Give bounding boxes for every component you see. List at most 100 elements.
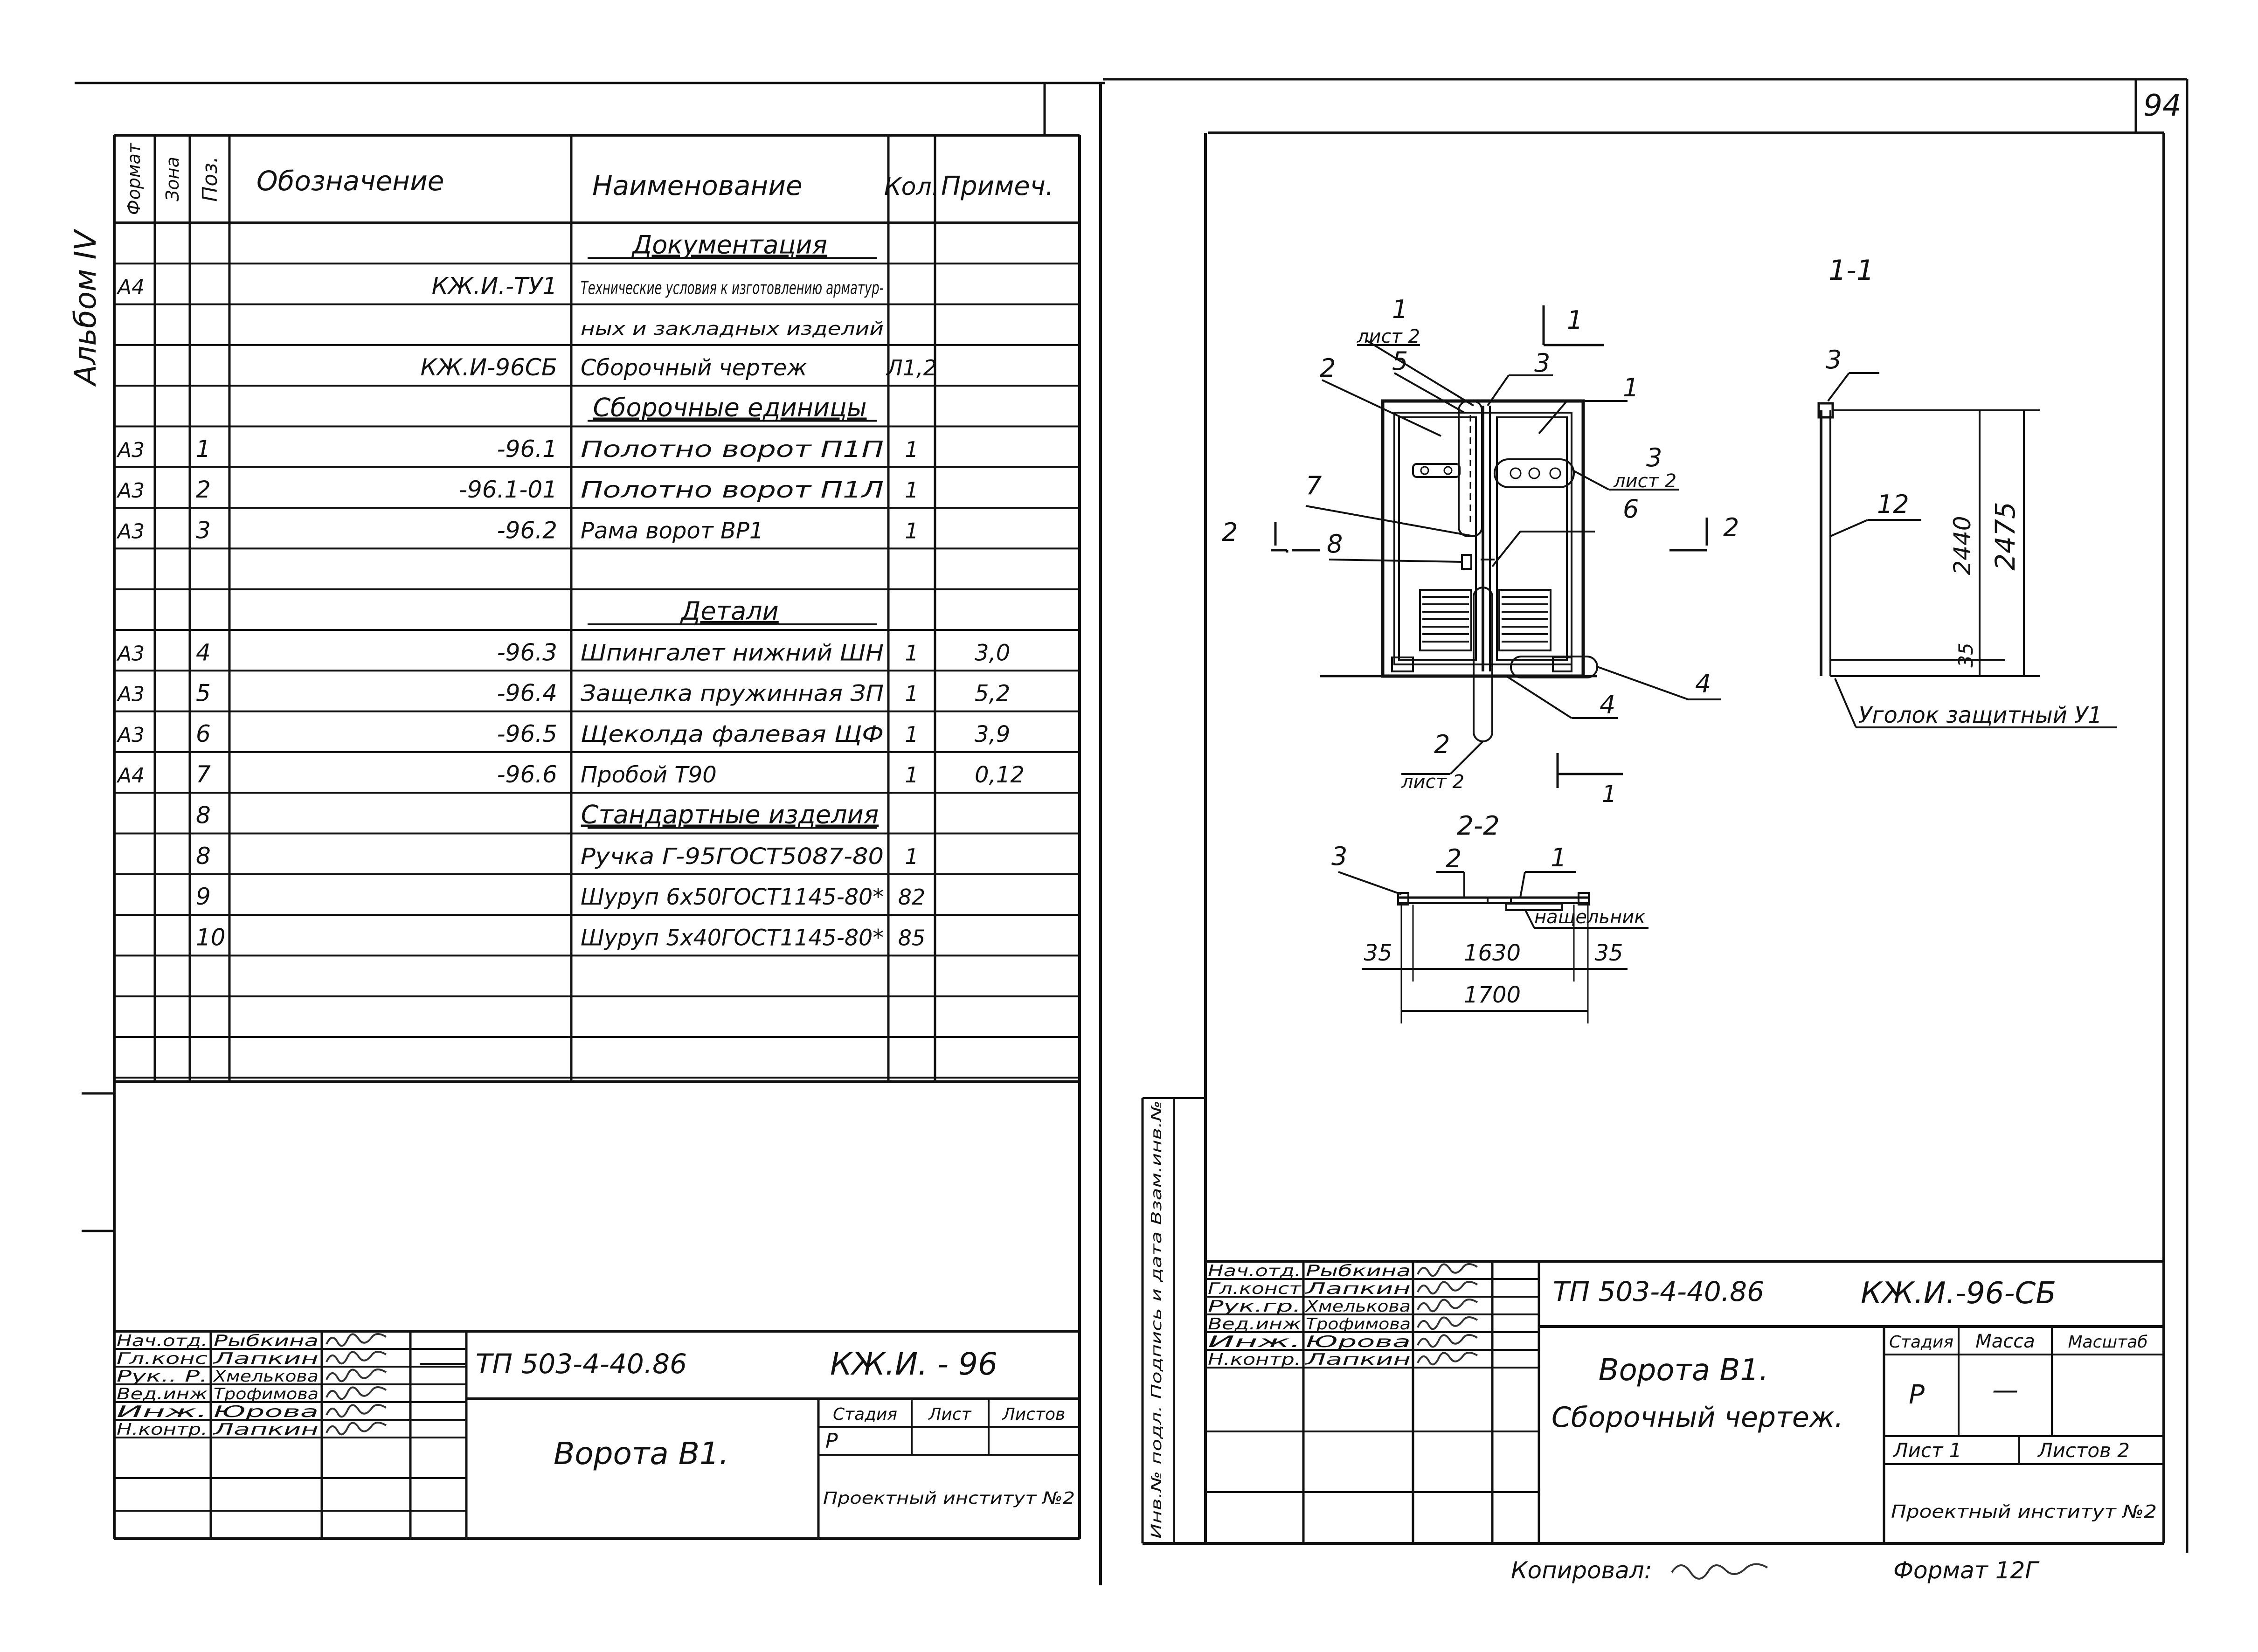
right-sheets: Листов 2: [2037, 1439, 2130, 1462]
right-doc: КЖ.И.-96-СБ: [1861, 1276, 2056, 1311]
tb-name: Лапкин: [212, 1349, 319, 1368]
louver-hatching: [1422, 596, 1548, 643]
section-1-1-label: 1-1: [1829, 254, 1874, 287]
spec-row-pos: 8: [196, 843, 211, 870]
spec-row-qty: 1: [905, 722, 918, 747]
section-label-3: 3: [1826, 345, 1842, 374]
right-title-1: Ворота В1.: [1599, 1353, 1769, 1388]
plan-dim-35-left: 35: [1364, 940, 1392, 966]
col-zone: Зона: [162, 157, 183, 201]
right-code: ТП 503-4-40.86: [1553, 1276, 1764, 1307]
album-label: Альбом IV: [69, 228, 103, 387]
tb-role: Гл.конст: [1208, 1279, 1302, 1298]
page-number: 94: [2143, 89, 2181, 123]
spec-row-name: Пробой Т90: [581, 762, 717, 788]
right-stage-label: Стадия: [1889, 1333, 1953, 1352]
spec-row-name: Рама ворот ВР1: [581, 518, 763, 544]
spec-row-name: ных и закладных изделий: [581, 318, 884, 339]
left-stage-value: Р: [825, 1429, 838, 1453]
spec-row-qty: Л1,2: [886, 355, 937, 380]
tb-role: Гл.конс: [117, 1349, 208, 1368]
spec-row-format: А3: [116, 683, 145, 706]
left-title: Ворота В1.: [554, 1436, 729, 1472]
signature: [1417, 1352, 1478, 1366]
col-name: Наименование: [592, 170, 803, 201]
tb-role: Вед.инж: [117, 1385, 208, 1403]
tb-role: Рук.. Р.: [117, 1367, 208, 1386]
label-7: 7: [1306, 471, 1322, 500]
tb-name: Хмелькова: [1305, 1297, 1411, 1316]
spec-row-section: Документация: [631, 230, 827, 259]
right-title-block: [1205, 1260, 2164, 1543]
dim-2475: 2475: [1989, 502, 2021, 571]
right-mass-label: Масса: [1975, 1331, 2035, 1352]
spec-row-format: А3: [116, 519, 145, 543]
spec-row-pos: 10: [196, 924, 226, 951]
label-3-latch: 3: [1646, 443, 1662, 472]
right-side-labels: Инв.№ подл. Подпись и дата Взам.инв.№: [1149, 1100, 1165, 1539]
spec-row-pos: 3: [196, 517, 211, 544]
tb-role: Вед.инж: [1208, 1315, 1301, 1334]
spec-row-section: Стандартные изделия: [581, 800, 879, 829]
spec-row-note: 0,12: [975, 762, 1025, 788]
col-format: Формат: [124, 142, 144, 215]
tb-role: Нач.отд.: [117, 1332, 208, 1350]
label-3-top: 3: [1534, 348, 1550, 378]
left-stage-label: Стадия: [833, 1405, 897, 1424]
left-doc: КЖ.И. - 96: [830, 1346, 997, 1382]
tb-role: Нач.отд.: [1208, 1262, 1301, 1280]
signature: [326, 1404, 387, 1418]
right-title-block-texts: ТП 503-4-40.86 КЖ.И.-96-СБ Ворота В1. Сб…: [1552, 1276, 2157, 1522]
spec-row-format: А4: [116, 276, 145, 299]
section-2-2-drawing: 2-2 3 2 1 нащельник 35 1630 35 1700: [1331, 811, 1648, 1023]
section-2-2-label: 2-2: [1457, 811, 1499, 841]
spec-row-note: 3,0: [975, 640, 1010, 666]
spec-row-qty: 85: [898, 925, 926, 950]
left-sheets-label: Листов: [1002, 1405, 1065, 1424]
plan-label-2: 2: [1446, 844, 1461, 873]
spec-row-designation: КЖ.И.-ТУ1: [432, 273, 557, 300]
label-1-door: 1: [1623, 373, 1639, 402]
cut-2-right: 2: [1723, 513, 1739, 542]
plan-dim-35-right: 35: [1594, 940, 1623, 966]
label-8: 8: [1327, 529, 1343, 559]
plan-label-3: 3: [1331, 842, 1347, 871]
spec-row-name: Полотно ворот П1П: [581, 436, 884, 463]
spec-row-name: Щеколда фалевая ЩФ: [581, 721, 884, 747]
spec-row-pos: 2: [196, 476, 211, 503]
signature: [326, 1422, 387, 1436]
footer: Копировал: Формат 12Г: [1511, 1557, 2040, 1584]
right-sheet: Лист 1: [1892, 1439, 1962, 1462]
spec-row-qty: 1: [905, 437, 918, 462]
spec-row-qty: 1: [905, 844, 918, 869]
spec-row-qty: 1: [905, 681, 918, 706]
tb-role: Рук.гр.: [1208, 1297, 1301, 1316]
signature: [1417, 1299, 1478, 1313]
signature: [326, 1386, 387, 1400]
tb-name: Рыбкина: [1306, 1262, 1411, 1280]
left-title-block: [114, 1330, 1080, 1540]
tb-name: Юрова: [1306, 1333, 1411, 1351]
signature: [1417, 1263, 1478, 1277]
gate-elevation-drawing: 1-1: [1222, 254, 1874, 808]
spec-row-section: Детали: [680, 596, 779, 626]
plan-dim-1700: 1700: [1464, 982, 1521, 1008]
col-note: Примеч.: [941, 171, 1054, 201]
spec-row-qty: 1: [905, 762, 918, 788]
plan-nashchelnik: нащельник: [1534, 906, 1645, 928]
spec-row-name: Шпингалет нижний ШН: [581, 640, 884, 666]
label-2-bottom: 2: [1434, 730, 1450, 759]
spec-row-name: Шуруп 6х50ГОСТ1145-80*: [581, 884, 884, 910]
tb-role: Н.контр.: [117, 1420, 208, 1439]
spec-row-name: Полотно ворот П1Л: [581, 477, 884, 503]
col-designation: Обозначение: [256, 165, 444, 197]
left-org: Проектный институт №2: [823, 1489, 1075, 1508]
spec-row-format: А3: [116, 479, 145, 503]
spec-row-name: Шуруп 5х40ГОСТ1145-80*: [581, 925, 884, 951]
label-2-top: 2: [1320, 353, 1336, 383]
format-label: Формат 12Г: [1893, 1557, 2040, 1584]
